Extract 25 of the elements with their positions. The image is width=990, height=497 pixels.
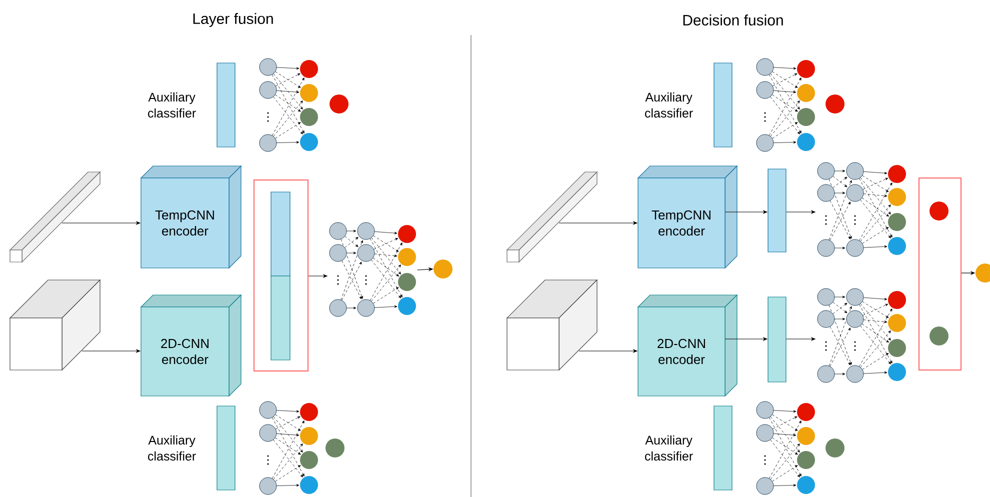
- neural-network-drawing: [329, 222, 416, 317]
- feature-vector: [768, 168, 786, 252]
- bar-label: Auxiliary classifier: [645, 435, 693, 461]
- panel-title: Decision fusion: [683, 14, 783, 26]
- class-circle: [930, 326, 948, 346]
- class-circle: [930, 202, 948, 220]
- class-circle: [826, 94, 844, 114]
- fusion-frame: [254, 180, 308, 372]
- neural-network-drawing: [817, 162, 906, 257]
- bar-label: Auxiliary classifier: [645, 92, 693, 118]
- neural-network-drawing: [756, 401, 815, 495]
- feature-vector: [768, 296, 786, 382]
- neural-network-drawing: [259, 401, 318, 495]
- class-circle: [330, 94, 348, 114]
- concatenated-feature-vector: [270, 192, 290, 360]
- class-circle: [434, 260, 452, 278]
- panel-title: Layer fusion: [193, 13, 273, 27]
- class-circle: [326, 438, 344, 458]
- bar-label: Auxiliary classifier: [148, 435, 196, 461]
- fusion-frame: [918, 178, 962, 370]
- neural-network-drawing: [756, 58, 815, 152]
- class-circle: [826, 438, 844, 458]
- neural-network-drawing: [817, 288, 906, 383]
- neural-network-drawing: [259, 58, 318, 152]
- bar-label: Auxiliary classifier: [148, 92, 196, 118]
